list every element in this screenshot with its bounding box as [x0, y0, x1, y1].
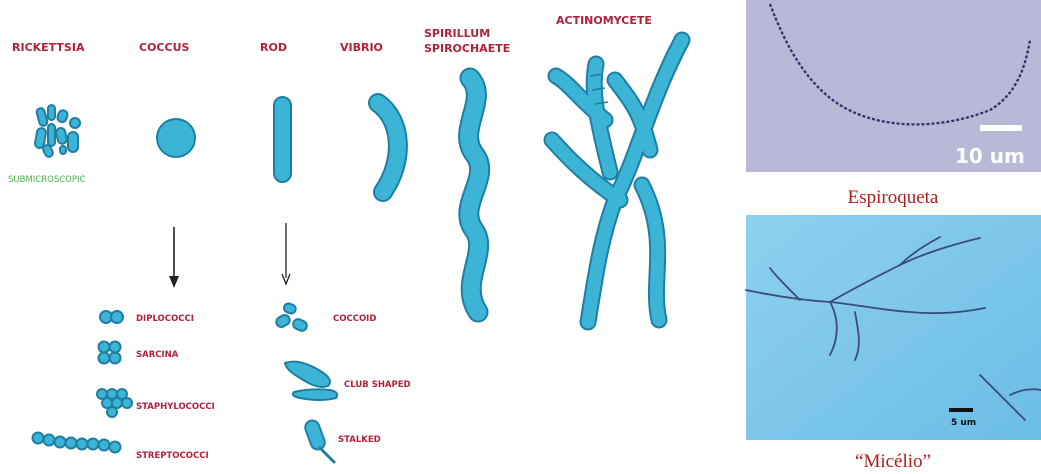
scale-bar-5um [949, 408, 973, 412]
rod-shape [274, 97, 291, 182]
stalked-label: STALKED [338, 435, 381, 445]
diplococci-shape [100, 311, 123, 323]
staphylococci-label: STAPHYLOCOCCI [136, 402, 215, 412]
header-vibrio: VIBRIO [340, 41, 383, 54]
submicroscopic-label: SUBMICROSCOPIC [8, 175, 85, 185]
streptococci-shape [33, 433, 121, 453]
actinomycete-shape [552, 40, 682, 322]
caption-micelio: “Micélio” [855, 451, 931, 472]
coccus-arrow [169, 227, 179, 288]
header-actinomycete: ACTINOMYCETE [556, 14, 652, 27]
club-shaped-shape [285, 362, 337, 400]
sarcina-shape [99, 342, 121, 364]
rickettsia-cluster [34, 105, 80, 158]
scale-label-10um: 10 um [955, 144, 1025, 168]
streptococci-label: STREPTOCOCCI [136, 451, 209, 461]
header-coccus: COCCUS [139, 41, 190, 54]
staphylococci-shape [97, 389, 132, 417]
coccus-shape [157, 119, 195, 157]
sarcina-label: SARCINA [136, 350, 179, 360]
mycelium-micrograph: 5 um [746, 215, 1041, 440]
scale-bar-10um [980, 125, 1022, 131]
header-rod: ROD [260, 41, 287, 54]
header-rickettsia: RICKETTSIA [12, 41, 85, 54]
rod-arrow [282, 223, 290, 284]
coccoid-label: COCCOID [333, 314, 376, 324]
diplococci-label: DIPLOCOCCI [136, 314, 194, 324]
coccoid-shape [274, 302, 308, 332]
header-spirochaete: SPIROCHAETE [424, 42, 510, 55]
stalked-shape [303, 419, 334, 462]
scale-label-5um: 5 um [951, 418, 976, 428]
vibrio-shape [378, 103, 398, 192]
club-shaped-label: CLUB SHAPED [344, 380, 411, 390]
caption-espiroqueta: Espiroqueta [848, 187, 939, 208]
spirillum-shape [469, 78, 480, 312]
header-spirillum: SPIRILLUM [424, 27, 490, 40]
spirochete-micrograph: 10 um [746, 0, 1041, 172]
